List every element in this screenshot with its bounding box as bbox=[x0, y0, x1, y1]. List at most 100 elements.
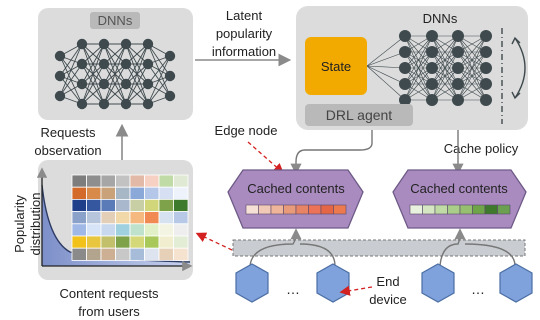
heatmap-cell bbox=[86, 174, 102, 188]
dnn-left-node bbox=[120, 58, 132, 70]
dnn-right-node bbox=[452, 46, 464, 58]
heatmap-cell bbox=[158, 174, 174, 188]
dnn-left-edge bbox=[59, 63, 83, 97]
dnn-right-edge bbox=[404, 51, 433, 101]
heatmap-cell bbox=[86, 211, 102, 225]
heatmap-cell bbox=[115, 174, 131, 188]
cache-slot bbox=[283, 204, 297, 215]
dnn-right-edge bbox=[431, 35, 459, 85]
drl-output-curve bbox=[514, 37, 526, 99]
dnn-left-edge bbox=[81, 63, 105, 105]
state-to-dnn-edge bbox=[366, 65, 406, 85]
state-to-dnn-edge bbox=[366, 65, 406, 101]
cache-slot bbox=[245, 204, 259, 215]
dnn-left-node bbox=[98, 98, 110, 110]
heatmap-cell bbox=[158, 211, 174, 225]
state-to-dnn-edge bbox=[366, 51, 406, 67]
cache-policy-label: Cache policy bbox=[444, 141, 519, 156]
end-device-4 bbox=[499, 263, 533, 303]
heatmap-cell bbox=[71, 223, 87, 237]
dnn-right-edge bbox=[457, 35, 487, 85]
dnn-left-node bbox=[76, 78, 88, 90]
cache-slot bbox=[409, 204, 423, 215]
cache-slot bbox=[258, 204, 272, 215]
heatmap-cell bbox=[129, 235, 145, 249]
heatmap-cell bbox=[173, 186, 189, 200]
dnn-left-node bbox=[98, 78, 110, 90]
heatmap-cell bbox=[115, 186, 131, 200]
cache-slot bbox=[308, 204, 322, 215]
cache-slot bbox=[422, 204, 436, 215]
drl-agent-label: DRL agent bbox=[326, 107, 393, 123]
network-bar bbox=[232, 239, 526, 257]
dnn-left-title: DNNs bbox=[98, 13, 133, 28]
dnn-right-node bbox=[452, 78, 464, 90]
dnn-left-edge bbox=[125, 43, 149, 105]
heatmap-cell bbox=[71, 235, 87, 249]
dnn-right-node bbox=[480, 94, 492, 106]
heatmap-cell bbox=[129, 247, 145, 261]
dnn-right-edge bbox=[404, 35, 433, 69]
dnn-right-node bbox=[426, 46, 438, 58]
cache-node-left bbox=[227, 169, 364, 229]
dnn-right-edge bbox=[404, 35, 433, 85]
dnn-right-node bbox=[399, 62, 411, 74]
heatmap-cell bbox=[100, 186, 116, 200]
heatmap-cell bbox=[86, 235, 102, 249]
dnn-left-node bbox=[98, 58, 110, 70]
heatmap-cell bbox=[129, 211, 145, 225]
dnn-right-edge bbox=[431, 35, 459, 69]
heatmap-cell bbox=[115, 223, 131, 237]
popularity-text: popularity bbox=[216, 26, 273, 41]
heatmap-cell bbox=[173, 198, 189, 212]
state-to-dnn-edge bbox=[366, 35, 406, 67]
heatmap-cell bbox=[100, 174, 116, 188]
dnn-right-edge bbox=[457, 67, 487, 101]
dnn-right-node bbox=[480, 30, 492, 42]
cache-slot bbox=[447, 204, 461, 215]
state-box bbox=[305, 37, 367, 95]
heatmap-cell bbox=[86, 186, 102, 200]
cache-slot bbox=[333, 204, 347, 215]
dnn-left-edge bbox=[125, 43, 149, 85]
dnn-right-node bbox=[426, 78, 438, 90]
dnn-left-node bbox=[164, 70, 176, 82]
heatmap-cell bbox=[115, 211, 131, 225]
dnn-left-node bbox=[54, 70, 66, 82]
dnn-left-edge bbox=[103, 43, 127, 105]
dnn-right-edge bbox=[457, 51, 487, 101]
dnn-right-node bbox=[480, 46, 492, 58]
dnn-left-edge bbox=[59, 43, 83, 97]
dnn-right-node bbox=[426, 62, 438, 74]
drl-dnn-title: DNNs bbox=[423, 11, 458, 26]
dnn-right-edge bbox=[404, 35, 433, 101]
requests-text: Requests bbox=[41, 125, 96, 140]
dnn-right-node bbox=[399, 94, 411, 106]
dnn-left-node bbox=[142, 58, 154, 70]
dnn-left-edge bbox=[125, 63, 149, 105]
popularity-curve-area bbox=[42, 185, 190, 266]
dnn-left-title-box bbox=[90, 12, 140, 29]
devices-right-ellipsis: … bbox=[471, 281, 485, 297]
heatmap-cell bbox=[115, 235, 131, 249]
end-device-pointer bbox=[339, 285, 373, 296]
heatmap-cell bbox=[158, 198, 174, 212]
dnn-left-node bbox=[54, 50, 66, 62]
dnn-right-node bbox=[480, 78, 492, 90]
heatmap-cell bbox=[144, 211, 160, 225]
cache-slot bbox=[295, 204, 309, 215]
heatmap-cell bbox=[144, 174, 160, 188]
cached-contents-left-label: Cached contents bbox=[247, 181, 345, 196]
state-label: State bbox=[321, 59, 351, 74]
device-text: device bbox=[369, 292, 407, 307]
heatmap-cell bbox=[158, 247, 174, 261]
end-device-3 bbox=[421, 263, 455, 303]
dnn-left-edge bbox=[147, 55, 171, 105]
heatmap-cell bbox=[71, 174, 87, 188]
heatmap-cell bbox=[129, 198, 145, 212]
drl-agent-box bbox=[305, 104, 413, 126]
cache-slot bbox=[484, 204, 498, 215]
dnn-left-node bbox=[98, 38, 110, 50]
cache-slot bbox=[497, 204, 511, 215]
dnn-right-node bbox=[426, 94, 438, 106]
